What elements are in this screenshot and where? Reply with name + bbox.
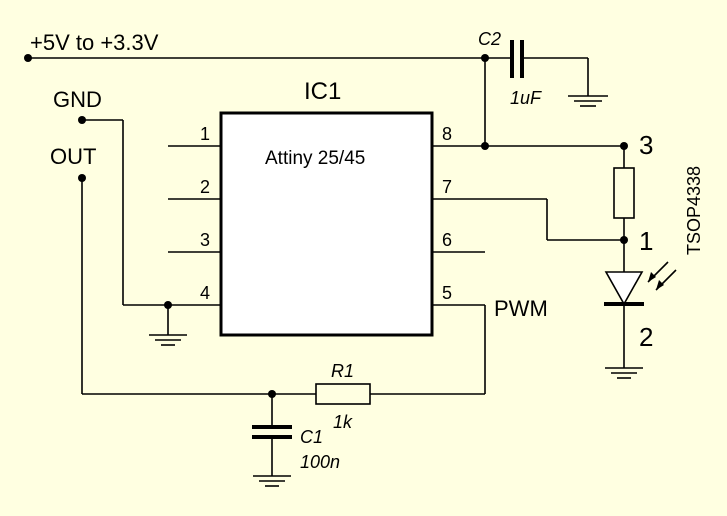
ic-pin8-label: 8 (442, 124, 452, 144)
ground-symbol-sensor (605, 367, 643, 379)
supply-label: +5V to +3.3V (30, 30, 159, 55)
pwm-net: PWM (370, 296, 548, 395)
ground-symbol-c1 (253, 475, 291, 487)
c2-ref: C2 (478, 29, 501, 49)
sensor-pin1-label: 1 (639, 226, 653, 256)
capacitor-c2: C2 1uF (478, 29, 589, 108)
pwm-label: PWM (494, 296, 548, 321)
ic-pin6-label: 6 (442, 230, 452, 250)
ic-body (219, 111, 434, 337)
ic1: IC1 Attiny 25/45 1 2 3 4 5 6 7 8 (168, 78, 485, 337)
r1-value: 1k (333, 412, 353, 432)
c2-value: 1uF (510, 88, 542, 108)
ic-pin1-label: 1 (200, 124, 210, 144)
ic-pin3-label: 3 (200, 230, 210, 250)
capacitor-c1: C1 100n (252, 394, 340, 476)
ic-ref: IC1 (304, 78, 341, 105)
photodiode-symbol (604, 240, 677, 368)
out-label: OUT (50, 144, 96, 169)
out-net: OUT (50, 144, 316, 398)
ic-pin5-label: 5 (442, 283, 452, 303)
r1-ref: R1 (331, 361, 354, 381)
sensor-part-label: TSOP4338 (684, 166, 704, 255)
ic-part-label: Attiny 25/45 (265, 148, 365, 169)
sensor-pin2-label: 2 (639, 322, 653, 352)
sensor-pin3-label: 3 (639, 130, 653, 160)
c1-ref: C1 (300, 427, 323, 447)
vcc-net (432, 54, 628, 168)
gnd-net: GND (53, 87, 172, 335)
resistor-r1: R1 1k (315, 361, 371, 432)
ground-symbol-c2 (568, 95, 608, 107)
supply-terminal (24, 54, 32, 62)
c1-value: 100n (300, 452, 340, 472)
supply-rail: +5V to +3.3V (24, 30, 485, 62)
sensor-output-net (432, 198, 628, 244)
ic-pin7-label: 7 (442, 177, 452, 197)
sensor-pullup-resistor (613, 167, 635, 219)
gnd-label: GND (53, 87, 102, 112)
ic-pin2-label: 2 (200, 177, 210, 197)
ic-pin4-label: 4 (200, 283, 210, 303)
ground-symbol-ic (149, 334, 187, 346)
